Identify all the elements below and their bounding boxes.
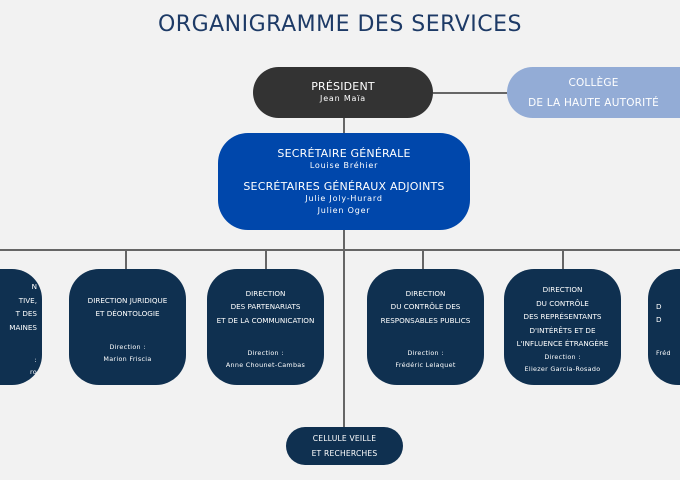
direction-title-line: ET DÉONTOLOGIE — [95, 309, 160, 318]
college-box: COLLÈGE DE LA HAUTE AUTORITÉ — [507, 67, 680, 118]
cellule-line2: ET RECHERCHES — [311, 449, 378, 458]
sg-title: SECRÉTAIRE GÉNÉRALE — [277, 146, 411, 160]
direction-title-line: TIVE, — [18, 295, 37, 305]
direction-role: Direction : — [407, 349, 444, 358]
connector — [343, 118, 345, 133]
sg-name: Louise Bréhier — [309, 160, 379, 170]
direction-title-line: N — [31, 282, 37, 291]
direction-title-line: DES REPRÉSENTANTS — [523, 312, 602, 322]
direction-title-line: D — [656, 315, 662, 324]
direction-title-line: ET DE LA COMMUNICATION — [216, 315, 315, 325]
sga-name: Julie Joly-Hurard — [305, 193, 383, 203]
direction-title-line: DES PARTENARIATS — [230, 302, 301, 312]
sga-title: SECRÉTAIRES GÉNÉRAUX ADJOINTS — [243, 179, 445, 193]
direction-role: Direction : — [109, 342, 146, 351]
direction-title-line: DIRECTION JURIDIQUE — [87, 295, 168, 305]
secretariat-box: SECRÉTAIRE GÉNÉRALE Louise Bréhier SECRÉ… — [218, 133, 470, 230]
direction-box: DIRECTION JURIDIQUE ET DÉONTOLOGIE Directi… — [69, 269, 186, 385]
direction-title-line: D'INTÉRÊTS ET DE — [529, 325, 596, 335]
president-box: PRÉSIDENT Jean Maïa — [253, 67, 433, 118]
direction-title-line: DIRECTION — [245, 288, 286, 298]
president-title: PRÉSIDENT — [311, 80, 375, 93]
direction-name: Frédéric Lelaquet — [395, 361, 456, 370]
direction-role: Direction : — [544, 352, 581, 361]
direction-name: Marion Friscia — [103, 354, 152, 363]
direction-box: DIRECTION DES PARTENARIATS ET DE LA COMMUN… — [207, 269, 324, 385]
direction-name: ro — [30, 368, 37, 376]
cellule-line1: CELLULE VEILLE — [312, 434, 377, 443]
connector — [0, 249, 680, 251]
president-name: Jean Maïa — [320, 94, 366, 103]
direction-title-line: DU CONTRÔLE — [536, 298, 589, 308]
direction-box: DIRECTION DU CONTRÔLE DES REPRÉSENTANTS D'I… — [504, 269, 621, 385]
connector — [343, 230, 345, 427]
direction-title-line: L'INFLUENCE ÉTRANGÈRE — [516, 339, 609, 349]
direction-role: : — [34, 356, 37, 364]
sga-name: Julien Oger — [317, 205, 371, 215]
college-line1: COLLÈGE — [568, 76, 619, 89]
cellule-box: CELLULE VEILLE ET RECHERCHES — [286, 427, 403, 465]
direction-name: Fréd — [656, 348, 671, 357]
direction-title-line: DU CONTRÔLE DES — [390, 302, 461, 312]
direction-box: DIRECTION DU CONTRÔLE DES RESPONSABLES PUB… — [367, 269, 484, 385]
connector — [422, 250, 424, 269]
direction-title-line: DIRECTION — [542, 285, 583, 295]
direction-title-line: T DES — [15, 309, 37, 318]
connector — [433, 92, 507, 94]
connector — [265, 250, 267, 269]
direction-title-line: D — [656, 301, 662, 311]
direction-name: Eliezer Garcia-Rosado — [524, 364, 601, 373]
direction-title-line: RESPONSABLES PUBLICS — [380, 315, 471, 325]
connector — [125, 250, 127, 269]
connector — [562, 250, 564, 269]
direction-role: Direction : — [247, 349, 284, 358]
direction-title-line: MAINES — [9, 322, 37, 332]
college-line2: DE LA HAUTE AUTORITÉ — [528, 96, 659, 109]
direction-box: N TIVE, T DES MAINES: ro — [0, 269, 42, 385]
direction-title-line: DIRECTION — [405, 288, 446, 298]
direction-name: Anne Chounet-Cambas — [225, 361, 306, 370]
page-title: ORGANIGRAMME DES SERVICES — [157, 12, 522, 37]
